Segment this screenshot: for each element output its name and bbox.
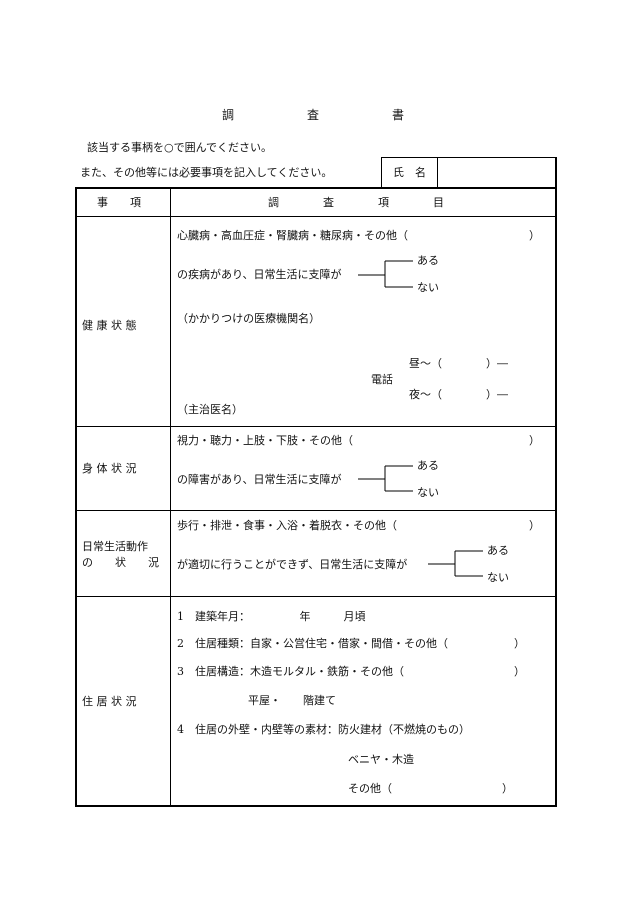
- table-top-border: [75, 187, 557, 189]
- instruction-line-1: 該当する事柄を○で囲んでください。: [87, 141, 273, 154]
- name-box-left-border: [381, 157, 382, 187]
- health-doctor-label: （主治医名）: [177, 403, 243, 416]
- daily-aru: ある: [487, 544, 509, 557]
- header-row-divider: [76, 216, 556, 217]
- body-impediment-text: の障害があり、日常生活に支障が: [177, 473, 342, 486]
- body-label: 身 体 状 況: [82, 462, 137, 475]
- health-nai: ない: [417, 281, 439, 294]
- health-aru: ある: [417, 254, 439, 267]
- table-left-border: [75, 187, 77, 806]
- daily-bracket: [428, 550, 483, 577]
- daily-items: 歩行・排泄・食事・入浴・着脱衣・その他（ ）: [177, 519, 540, 532]
- daily-label-1: 日常生活動作: [82, 540, 148, 553]
- title-char-1: 調: [222, 108, 235, 122]
- health-phone-label: 電話: [371, 373, 393, 386]
- header-item-label: 事 項: [97, 196, 141, 209]
- table-bottom-border: [75, 805, 557, 807]
- name-box-divider: [437, 157, 438, 187]
- housing-floors: 平屋・ 階建て: [248, 694, 336, 707]
- housing-material: 4 住居の外壁・内壁等の素材：防火建材（不燃焼のもの）: [177, 723, 470, 736]
- housing-type: 2 住居種類：自家・公営住宅・借家・間借・その他（ ）: [177, 637, 525, 650]
- health-clinic-label: （かかりつけの医療機関名）: [177, 312, 321, 325]
- housing-built: 1 建築年月： 年 月頃: [177, 610, 366, 623]
- table-column-divider: [170, 188, 171, 806]
- health-diseases: 心臓病・高血圧症・腎臓病・糖尿病・その他（ ）: [177, 229, 540, 242]
- title-char-3: 書: [392, 108, 405, 122]
- body-nai: ない: [417, 486, 439, 499]
- health-phone-night: 夜～（ ）―: [409, 388, 508, 401]
- housing-material-plywood: ベニヤ・木造: [348, 753, 414, 766]
- housing-label: 住 居 状 況: [82, 695, 137, 708]
- health-row-divider: [76, 426, 556, 427]
- body-row-divider: [76, 510, 556, 511]
- daily-impediment-text: が適切に行うことができず、日常生活に支障が: [177, 558, 408, 571]
- daily-row-divider: [76, 596, 556, 597]
- header-survey-label: 調 査 項 目: [268, 196, 444, 209]
- health-label: 健 康 状 態: [82, 319, 137, 332]
- housing-structure: 3 住居構造：木造モルタル・鉄筋・その他（ ）: [177, 665, 525, 678]
- housing-material-other: その他（ ）: [348, 782, 513, 795]
- health-bracket: [358, 260, 413, 288]
- body-aru: ある: [417, 459, 439, 472]
- table-right-border: [555, 157, 557, 806]
- health-phone-day: 昼～（ ）―: [409, 357, 508, 370]
- body-bracket: [358, 465, 413, 492]
- daily-label-2: の 状 況: [82, 556, 159, 569]
- instruction-line-2: また、その他等には必要事項を記入してください。: [80, 166, 333, 179]
- health-impediment-text: の疾病があり、日常生活に支障が: [177, 268, 342, 281]
- name-box-top-border: [381, 157, 556, 158]
- title-char-2: 査: [307, 108, 320, 122]
- name-label: 氏 名: [393, 166, 426, 179]
- body-items: 視力・聴力・上肢・下肢・その他（ ）: [177, 434, 540, 447]
- daily-nai: ない: [487, 571, 509, 584]
